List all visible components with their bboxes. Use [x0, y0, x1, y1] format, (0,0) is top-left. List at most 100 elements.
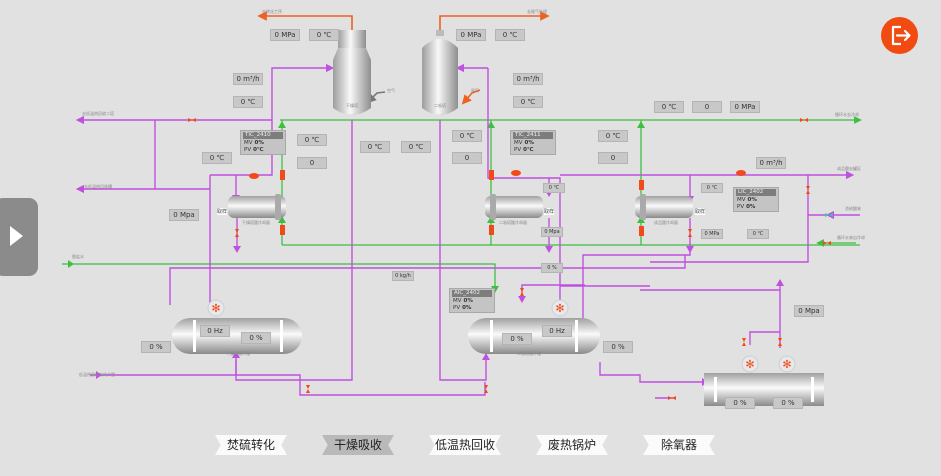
pv-value: 0℃: [523, 147, 534, 153]
right-bottom-temp-readout: 0 ℃: [747, 229, 769, 239]
mv-label: MV: [737, 197, 746, 203]
gas-lines: [257, 11, 550, 105]
tank1-level-readout: 0 %: [241, 332, 271, 344]
tab-sulfur-conversion[interactable]: 焚硫转化: [215, 435, 287, 455]
svg-text:✻: ✻: [782, 358, 791, 371]
cooler-3-label: 成品酸冷却器: [654, 220, 678, 225]
cooler3-out-pressure-readout: 0 MPa: [701, 229, 723, 239]
controller-tag: LIC_2402: [736, 189, 776, 196]
tab-waste-heat-boiler[interactable]: 废热锅炉: [536, 435, 608, 455]
line-label-bottom-left: 低温热回收来的产酸: [79, 372, 115, 377]
left-pressure-readout: 0 Mpa: [169, 209, 199, 221]
drying-tower: [333, 30, 371, 115]
cooler1-temp-readout: 0 ℃: [297, 134, 327, 146]
cooler-1-sample-tag: 取样: [217, 208, 228, 215]
tower1-temp-readout: 0 ℃: [309, 29, 339, 41]
tank2-frequency-readout: 0 Hz: [542, 325, 572, 337]
cooler-3-sample-tag: 取样: [695, 208, 706, 215]
tower1-pressure-readout: 0 MPa: [270, 29, 300, 41]
tank2-level-readout: 0 %: [502, 333, 532, 345]
deaerator-level-2-readout: 0 %: [773, 397, 803, 409]
air-inlet-label: 空气: [387, 88, 395, 93]
exit-door-arrow-icon: [891, 25, 911, 46]
tank-1: ✻: [172, 299, 302, 354]
mv-value: 0%: [524, 140, 534, 146]
cooler2-out-temp-readout: 0 ℃: [543, 183, 565, 193]
cooler2-temp-readout: 0 ℃: [452, 130, 482, 142]
line-label-water-in: 脱盐水: [72, 254, 84, 259]
drying-tower-label: 干燥塔: [346, 103, 358, 108]
line-label-acid-1: 去低温热回收二塔: [82, 111, 114, 116]
mv-label: MV: [514, 140, 523, 146]
pv-label: PV: [514, 147, 522, 153]
svg-text:✻: ✻: [745, 358, 754, 371]
temp-mid-readout: 0 ℃: [513, 96, 543, 108]
play-triangle-icon: [10, 226, 23, 246]
flow-left-readout: 0 m³/h: [233, 73, 263, 85]
left-temp-readout: 0 ℃: [202, 152, 232, 164]
pv-value: 0℃: [253, 147, 264, 153]
pv-label: PV: [244, 147, 252, 153]
pv-label: PV: [453, 305, 461, 311]
tab-deaerator[interactable]: 除氧器: [643, 435, 715, 455]
cooler3-value-readout: 0: [598, 152, 628, 164]
line-label-water-in-right: 循环水来自冷却: [837, 235, 865, 240]
line-label-top-right: 去尾气处理: [527, 9, 547, 14]
line-label-acid-in: 浓硫酸来: [845, 206, 861, 211]
mv-label: MV: [244, 140, 253, 146]
tank-2-label: 二吸塔循环槽: [517, 351, 541, 356]
cooler2-out-pressure-readout: 0 Mpa: [541, 227, 563, 237]
cooler1-value-readout: 0: [297, 157, 327, 169]
mv-value: 0%: [463, 298, 473, 304]
tank1-left-level-readout: 0 %: [141, 341, 171, 353]
tower2-bottom-temp-readout: 0 ℃: [401, 141, 431, 153]
tower2-temp-readout: 0 ℃: [495, 29, 525, 41]
cooler3-temp-readout: 0 ℃: [598, 130, 628, 142]
flow-right-readout: 0 m³/h: [756, 157, 786, 169]
water-lines: [62, 116, 862, 290]
top-right-value-readout: 0: [692, 101, 722, 113]
line-label-water-out: 循环水去冷却: [835, 112, 859, 117]
deaerator-pressure-readout: 0 Mpa: [794, 305, 824, 317]
pv-label: PV: [737, 204, 745, 210]
air-inlet-line: [366, 91, 386, 104]
side-panel-toggle-button[interactable]: [0, 198, 38, 276]
cooler-1-label: 干燥塔酸冷却器: [242, 220, 270, 225]
svg-text:✻: ✻: [211, 302, 220, 315]
cooler-3: [635, 194, 693, 220]
top-right-pressure-readout: 0 MPa: [730, 101, 760, 113]
cooler-2-sample-tag: 取样: [544, 208, 555, 215]
tank2-right-level-readout: 0 %: [603, 341, 633, 353]
mid-percent-readout: 0 %: [541, 263, 563, 273]
exit-button[interactable]: [881, 17, 918, 54]
tank-1-label: 干燥塔循环槽: [226, 351, 250, 356]
pv-value: 0%: [746, 204, 756, 210]
line-label-acid-2: 去低温热回收槽: [84, 184, 112, 189]
deaerator: ✻ ✻: [704, 355, 824, 406]
mv-value: 0%: [747, 197, 757, 203]
section-tabs: 焚硫转化 干燥吸收 低温热回收 废热锅炉 除氧器: [215, 435, 715, 455]
line-label-top-left: 去转化工序: [262, 9, 282, 14]
svg-text:✻: ✻: [555, 302, 564, 315]
mv-label: MV: [453, 298, 462, 304]
controller-tag: AIC_2402: [452, 290, 492, 297]
tab-drying-absorption[interactable]: 干燥吸收: [322, 435, 394, 455]
cooler-1: [228, 194, 286, 220]
deaerator-level-1-readout: 0 %: [725, 397, 755, 409]
cooler-2-label: 二吸塔酸冷却器: [499, 220, 527, 225]
cooler3-out-temp-readout: 0 ℃: [701, 183, 723, 193]
valves: [188, 118, 831, 400]
temp-left-readout: 0 ℃: [233, 96, 263, 108]
controller-tag: TIC_2410: [243, 132, 283, 139]
top-right-temp-readout: 0 ℃: [654, 101, 684, 113]
pv-value: 0%: [462, 305, 472, 311]
tower1-bottom-temp-readout: 0 ℃: [360, 141, 390, 153]
tank1-frequency-readout: 0 Hz: [200, 325, 230, 337]
tab-low-temp-heat-recovery[interactable]: 低温热回收: [429, 435, 501, 455]
tail-gas-label: 尾气: [471, 88, 479, 93]
flow-mid-readout: 0 m³/h: [513, 73, 543, 85]
